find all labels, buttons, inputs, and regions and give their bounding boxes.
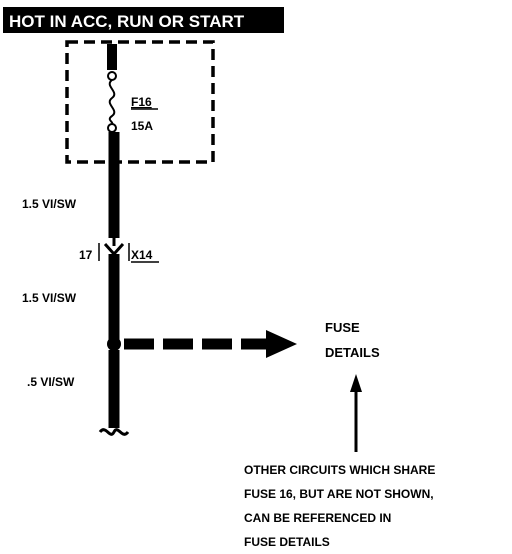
wire-middle-label: 1.5 VI/SW: [22, 291, 77, 305]
header-banner: [3, 7, 284, 33]
note-line3: CAN BE REFERENCED IN: [244, 511, 391, 525]
branch-arrowhead: [266, 330, 297, 358]
fuse-top-terminal: [107, 71, 117, 81]
wire-break-symbol: [98, 428, 130, 436]
fuse-rating-label: 15A: [131, 119, 153, 133]
fuse-bottom-terminal: [107, 123, 117, 133]
connector-id-label: X14: [131, 248, 153, 262]
fuse-symbol: [108, 79, 116, 125]
header-label: HOT IN ACC, RUN OR START: [9, 12, 245, 31]
fuse-id-label: F16: [131, 95, 152, 109]
note-pointer-arrowhead: [350, 374, 362, 392]
splice-node: [107, 337, 121, 351]
note-line4: FUSE DETAILS: [244, 535, 330, 549]
fuse-details-line1: FUSE: [325, 320, 360, 335]
connector-pin-label: 17: [79, 248, 93, 262]
note-line1: OTHER CIRCUITS WHICH SHARE: [244, 463, 435, 477]
fuse-details-line2: DETAILS: [325, 345, 380, 360]
wire-upper-label: 1.5 VI/SW: [22, 197, 77, 211]
note-line2: FUSE 16, BUT ARE NOT SHOWN,: [244, 487, 434, 501]
wire-lower-label: .5 VI/SW: [27, 375, 75, 389]
fuse-box-outline: [65, 40, 215, 164]
